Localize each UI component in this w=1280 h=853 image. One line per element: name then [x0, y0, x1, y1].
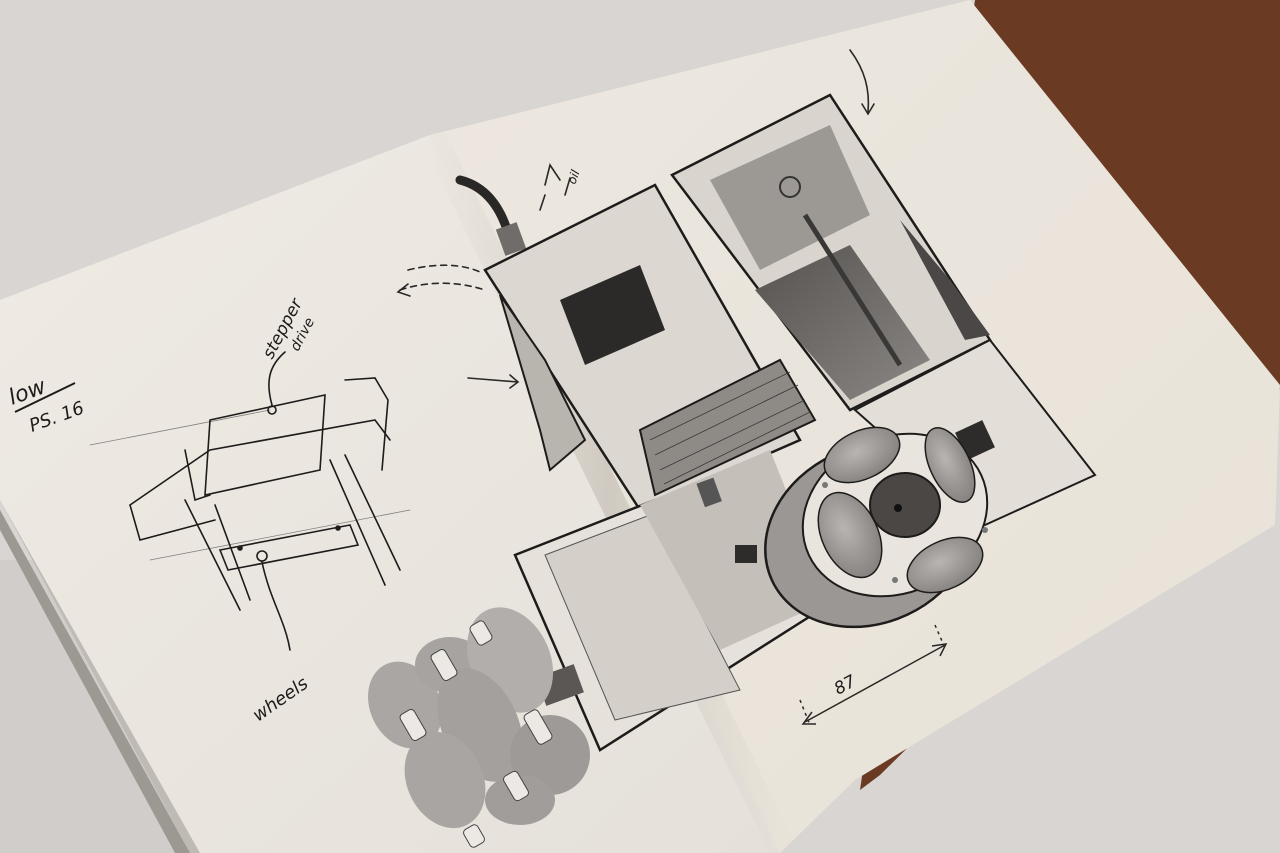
- omni-wheel-front: [764, 426, 989, 629]
- note-oil: oil: [565, 167, 583, 186]
- robot-sketch: 87 oil: [396, 49, 1097, 752]
- stepper-mount-sketch: [89, 351, 411, 651]
- motion-arrows: [396, 49, 875, 389]
- dimension-87: [799, 624, 948, 726]
- omni-wheel-cluster: [368, 607, 590, 848]
